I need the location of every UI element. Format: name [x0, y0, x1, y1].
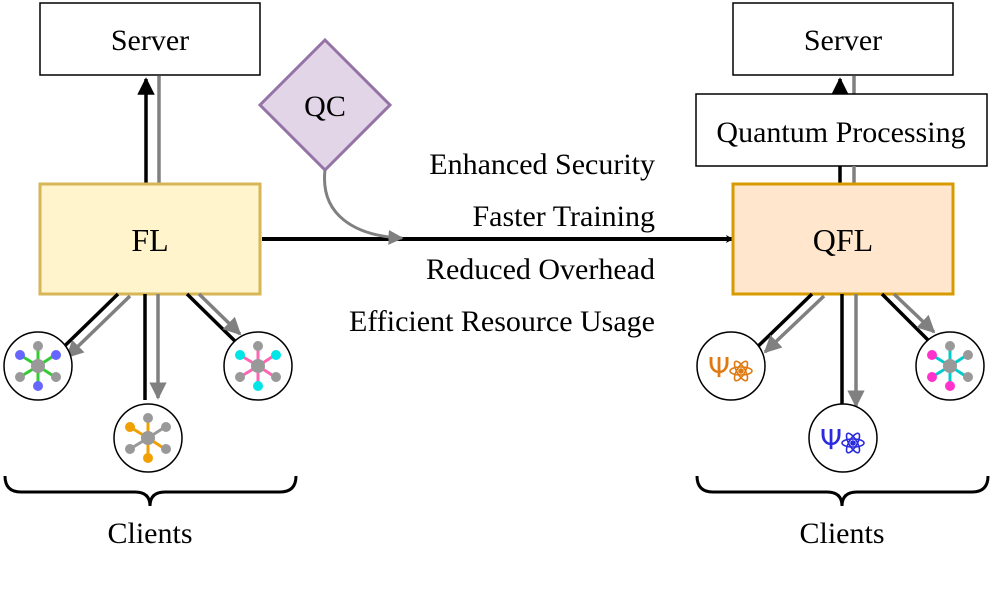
- qfl-node: QFL: [731, 182, 955, 296]
- right-client-links: [746, 292, 936, 408]
- quantum-processing-label: Quantum Processing: [716, 116, 965, 149]
- right-clients-label: Clients: [799, 517, 884, 550]
- right-server-label: Server: [804, 24, 882, 57]
- quantum-processing-node: Quantum Processing: [695, 93, 988, 167]
- left-clients-brace: [3, 475, 298, 507]
- left-server-node: Server: [39, 2, 261, 76]
- network-icon-cyan-pink: [223, 331, 293, 401]
- network-icon-blue-green: [3, 331, 73, 401]
- quantum-psi-atom-icon-blue: Ψ: [808, 403, 878, 473]
- left-client-links: [40, 292, 242, 400]
- qc-node: QC: [257, 37, 393, 173]
- qc-contribution-arrow: [323, 169, 404, 245]
- network-icon-magenta-cyan: [915, 331, 985, 401]
- svg-text:Ψ: Ψ: [708, 351, 730, 384]
- right-clients-brace: [695, 475, 990, 507]
- fl-label: FL: [131, 222, 168, 258]
- benefit-item: Enhanced Security: [429, 148, 655, 181]
- fl-node: FL: [38, 182, 262, 296]
- quantum-psi-atom-icon-orange: Ψ: [696, 331, 766, 401]
- qfl-label: QFL: [813, 222, 873, 258]
- benefit-item: Reduced Overhead: [426, 253, 655, 286]
- fl-box: [38, 182, 262, 296]
- left-server-label: Server: [111, 24, 189, 57]
- left-clients-label: Clients: [107, 517, 192, 550]
- benefit-item: Efficient Resource Usage: [349, 305, 655, 338]
- svg-text:Ψ: Ψ: [820, 423, 842, 456]
- qc-label: QC: [304, 90, 346, 123]
- benefit-item: Faster Training: [472, 200, 655, 233]
- qfl-box: [731, 182, 955, 296]
- benefits-list: Enhanced Security Faster Training Reduce…: [349, 148, 655, 338]
- right-server-node: Server: [732, 2, 954, 76]
- network-icon-orange: [113, 403, 183, 473]
